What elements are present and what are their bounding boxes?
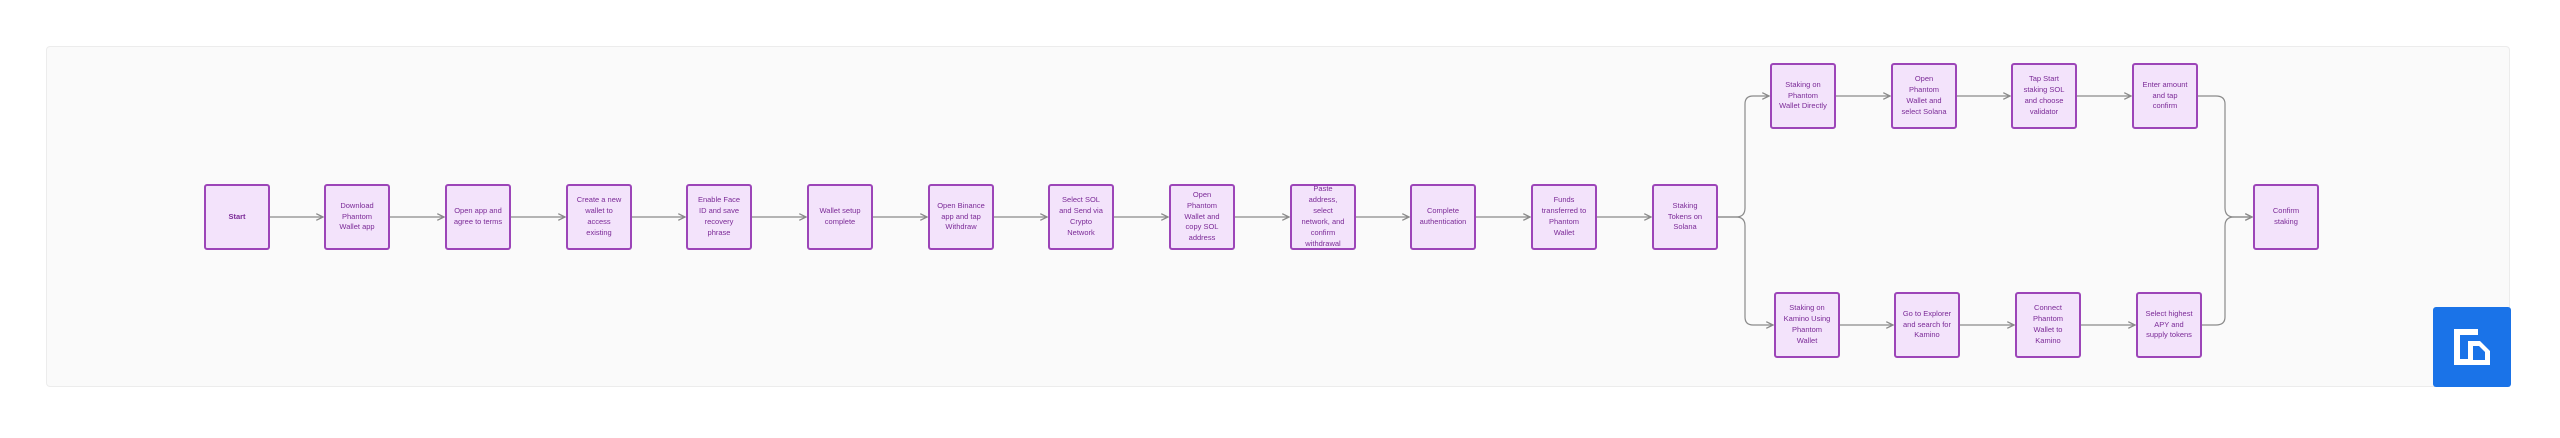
node-explorer-kamino[interactable]: Go to Explorer and search for Kamino [1894, 292, 1960, 358]
node-label: Select SOL and Send via Crypto Network [1059, 195, 1103, 237]
node-download-wallet[interactable]: Download Phantom Wallet app [324, 184, 390, 250]
node-staking-tokens[interactable]: Staking Tokens on Solana [1652, 184, 1718, 250]
node-label: Select highest APY and supply tokens [2145, 308, 2193, 340]
node-label: Staking Tokens on Solana [1667, 200, 1703, 232]
node-label: Download Phantom Wallet app [339, 200, 375, 232]
node-connect-phantom[interactable]: Connect Phantom Wallet to Kamino [2015, 292, 2081, 358]
node-setup-complete[interactable]: Wallet setup complete [807, 184, 873, 250]
node-label: Open Phantom Wallet and copy SOL address [1184, 189, 1220, 243]
node-label: Paste address, select network, and confi… [1301, 184, 1345, 248]
node-staking-kamino[interactable]: Staking on Kamino Using Phantom Wallet [1774, 292, 1840, 358]
node-label: Create a new wallet to access existing [576, 195, 622, 237]
node-label: Start [228, 211, 246, 221]
node-tap-start-staking[interactable]: Tap Start staking SOL and choose validat… [2011, 63, 2077, 129]
node-open-select-solana[interactable]: Open Phantom Wallet and select Solana [1891, 63, 1957, 129]
node-label: Confirm staking [2272, 206, 2300, 226]
node-complete-auth[interactable]: Complete authentication [1410, 184, 1476, 250]
node-open-phantom-copy[interactable]: Open Phantom Wallet and copy SOL address [1169, 184, 1235, 250]
node-open-binance[interactable]: Open Binance app and tap Withdraw [928, 184, 994, 250]
node-funds-transferred[interactable]: Funds transferred to Phantom Wallet [1531, 184, 1597, 250]
node-label: Go to Explorer and search for Kamino [1902, 308, 1952, 340]
node-label: Staking on Kamino Using Phantom Wallet [1783, 303, 1831, 345]
node-label: Staking on Phantom Wallet Directly [1779, 79, 1827, 111]
node-enable-faceid[interactable]: Enable Face ID and save recovery phrase [686, 184, 752, 250]
node-start[interactable]: Start [204, 184, 270, 250]
node-label: Open Binance app and tap Withdraw [937, 200, 985, 232]
node-confirm-staking[interactable]: Confirm staking [2253, 184, 2319, 250]
node-open-app[interactable]: Open app and agree to terms [445, 184, 511, 250]
node-label: Complete authentication [1419, 206, 1467, 226]
logo-glyph-icon [2454, 329, 2490, 365]
node-enter-amount[interactable]: Enter amount and tap confirm [2132, 63, 2198, 129]
node-select-apy[interactable]: Select highest APY and supply tokens [2136, 292, 2202, 358]
node-label: Enter amount and tap confirm [2142, 79, 2188, 111]
whimsical-logo-icon[interactable] [2433, 307, 2511, 387]
node-label: Enable Face ID and save recovery phrase [697, 195, 741, 237]
node-staking-direct[interactable]: Staking on Phantom Wallet Directly [1770, 63, 1836, 129]
node-label: Open Phantom Wallet and select Solana [1901, 74, 1947, 116]
node-label: Wallet setup complete [819, 206, 861, 226]
node-select-sol[interactable]: Select SOL and Send via Crypto Network [1048, 184, 1114, 250]
node-label: Funds transferred to Phantom Wallet [1541, 195, 1587, 237]
node-label: Connect Phantom Wallet to Kamino [2032, 303, 2064, 345]
node-label: Tap Start staking SOL and choose validat… [2023, 74, 2065, 116]
node-create-wallet[interactable]: Create a new wallet to access existing [566, 184, 632, 250]
node-paste-address[interactable]: Paste address, select network, and confi… [1290, 184, 1356, 250]
node-label: Open app and agree to terms [453, 206, 503, 226]
